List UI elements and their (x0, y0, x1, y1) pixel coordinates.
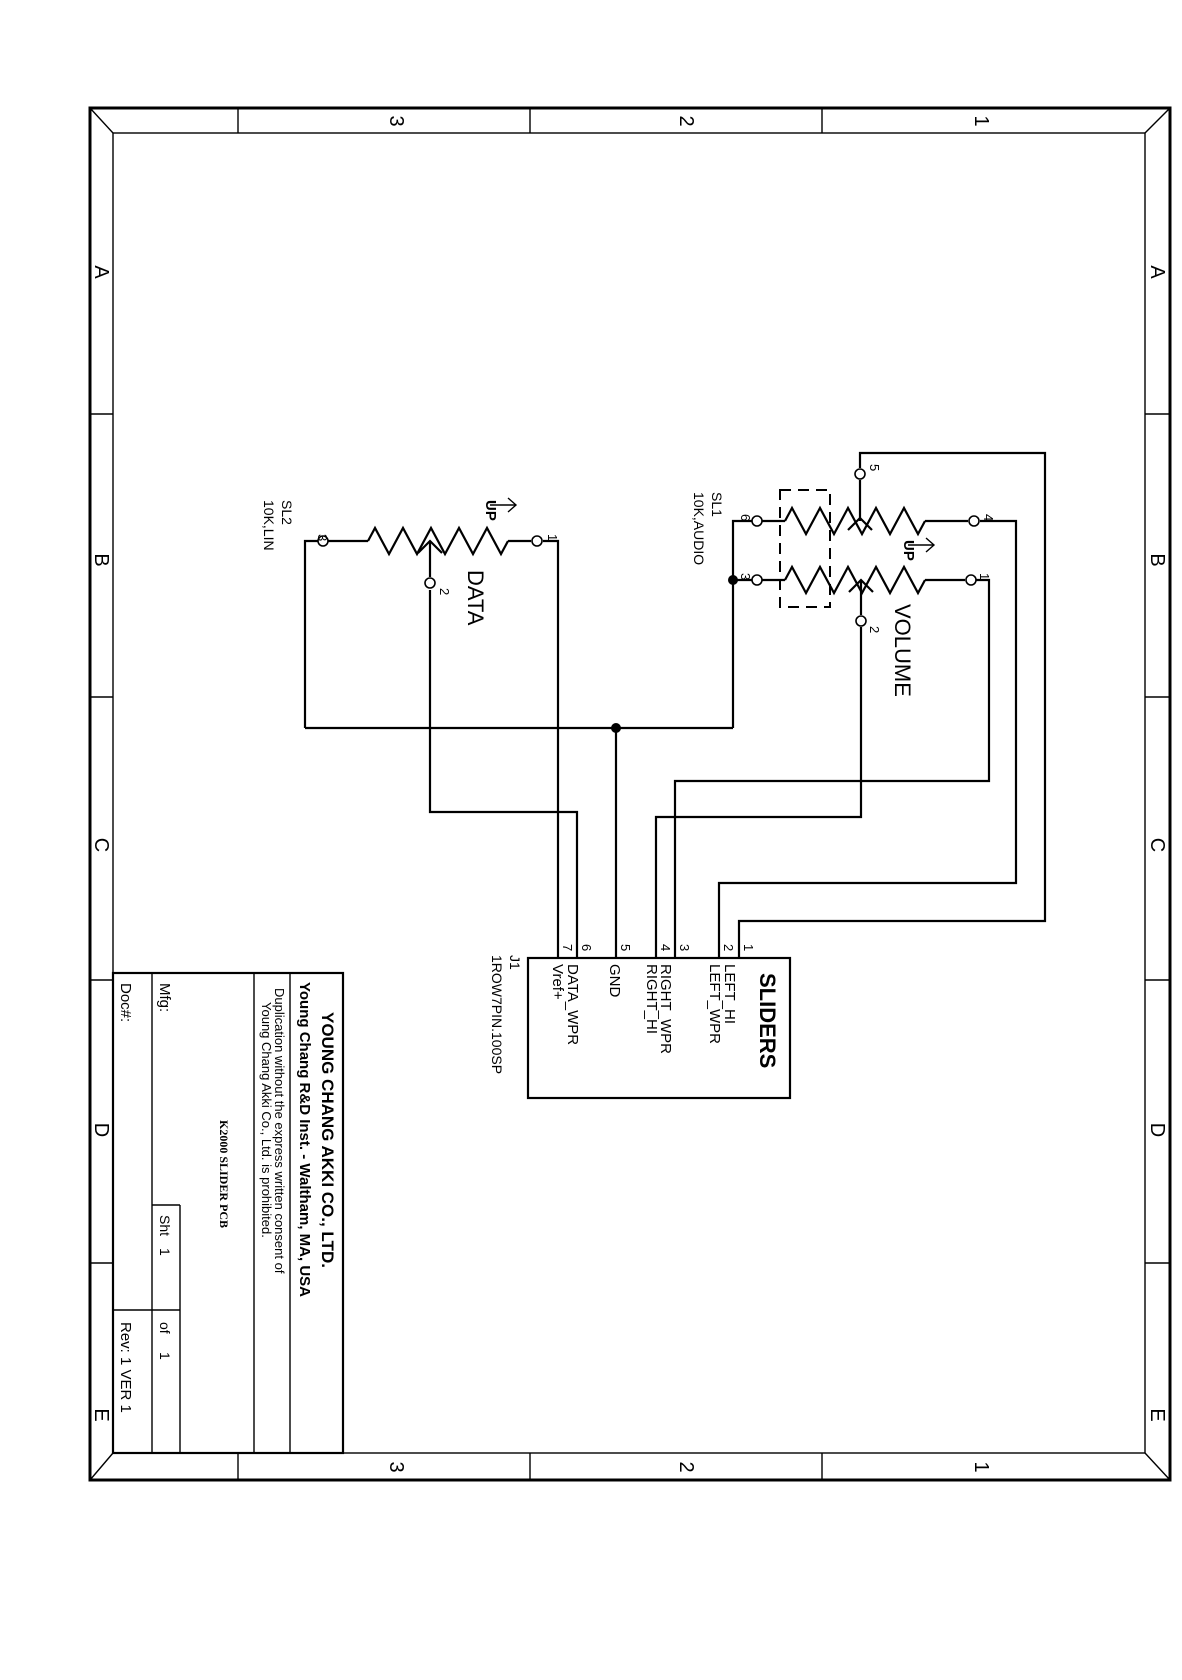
connector-pin-name-4: RIGHT_HI (643, 964, 660, 1034)
sl1-pin-label-2: 2 (867, 626, 882, 633)
sl1-pin-2 (855, 615, 867, 627)
zone-letter-right-e: E (1146, 1408, 1168, 1421)
connector-pin-number-7: 7 (560, 944, 575, 951)
sl2-pin-label-2: 2 (437, 588, 452, 595)
sl2-pin-label-1: 1 (545, 534, 560, 541)
sl2-pin-2 (424, 577, 436, 589)
sl2-direction: UP (482, 500, 499, 521)
connector-pin-name-1: LEFT_HI (721, 964, 738, 1024)
sheet-total: 1 (157, 1352, 173, 1360)
connector-pin-number-1: 1 (741, 944, 756, 951)
title-block (111, 971, 345, 1455)
sheet-label: Sht (157, 1215, 173, 1236)
sl1-pin-3 (751, 574, 763, 586)
sl2-pin-label-3: 3 (315, 534, 330, 541)
zone-letter-left-b: B (90, 553, 112, 566)
sl1-pin-1 (965, 574, 977, 586)
sl1-function: VOLUME (890, 604, 915, 697)
revision: Rev: 1 VER 1 (117, 1322, 134, 1413)
zone-letter-left-c: C (90, 838, 112, 852)
junction-gnd-bus (611, 723, 621, 733)
connector-pin-name-3: RIGHT_WPR (657, 964, 674, 1054)
title-company: YOUNG CHANG AKKI CO., LTD. (318, 1012, 337, 1268)
connector-pin-number-5: 5 (618, 944, 633, 951)
zone-letter-right-d: D (1146, 1123, 1168, 1137)
connector-pin-number-4: 4 (658, 944, 673, 951)
connector-title: SLIDERS (755, 973, 780, 1068)
connector-part: 1ROW7PIN.100SP (489, 955, 505, 1074)
sl1-pin-label-6: 6 (738, 514, 753, 521)
sl1-ref: SL1 (709, 492, 725, 517)
connector-pin-name-6: DATA_WPR (564, 964, 581, 1045)
slider-sl1 (751, 468, 980, 627)
sheet-number: 1 (157, 1248, 173, 1256)
wires (303, 451, 1047, 958)
title-notice-line-1: Duplication without the express written … (272, 988, 287, 1274)
sl2-function: DATA (463, 570, 488, 626)
sl1-pin-label-3: 3 (738, 573, 753, 580)
connector-pin-name-2: LEFT_WPR (706, 964, 723, 1044)
zone-number-top-1: 1 (970, 115, 992, 126)
drawing-frame (88, 106, 1172, 1482)
zone-letter-left-e: E (90, 1408, 112, 1421)
sl2-ref: SL2 (279, 500, 295, 525)
title-institute: Young Chang R&D Inst. - Waltham, MA, USA (296, 982, 313, 1297)
title-notice-line-2: Young Chang Akki Co., Ltd. is prohibited… (259, 1002, 274, 1238)
connector-pin-number-3: 3 (677, 944, 692, 951)
zone-letter-right-b: B (1146, 553, 1168, 566)
gang-indicator (779, 489, 831, 608)
zone-letter-right-a: A (1146, 265, 1168, 279)
doc-label: Doc#: (117, 983, 134, 1022)
sl2-value: 10K,LIN (261, 500, 277, 551)
connector-pin-number-6: 6 (579, 944, 594, 951)
zone-letter-right-c: C (1146, 838, 1168, 852)
drawing-title: K2000 SLIDER PCB (217, 1120, 231, 1228)
slider-sl2 (317, 497, 543, 589)
sl1-pin-label-4: 4 (981, 514, 996, 521)
sl1-value: 10K,AUDIO (691, 492, 707, 565)
zone-number-top-2: 2 (675, 115, 697, 126)
connector-j1-body (526, 956, 792, 1100)
connector-pin-number-2: 2 (721, 944, 736, 951)
zone-number-top-3: 3 (385, 115, 407, 126)
sl1-pin-label-5: 5 (867, 464, 882, 471)
sl1-pin-5 (854, 468, 866, 480)
connector-pin-name-5: GND (606, 964, 623, 998)
sl1-pin-label-1: 1 (977, 573, 992, 580)
sheet-of-label: of (157, 1322, 173, 1334)
junction-sl1-gnd (728, 575, 738, 585)
sl2-pin-1 (531, 535, 543, 547)
zone-number-bottom-1: 1 (970, 1461, 992, 1472)
connector-pin-name-7: Vref+ (549, 964, 566, 1000)
zone-number-bottom-3: 3 (385, 1461, 407, 1472)
sl2-pin-3 (317, 535, 329, 547)
connector-designator: J1 (507, 955, 523, 970)
zone-letter-left-a: A (90, 265, 112, 279)
mfg-label: Mfg: (156, 983, 173, 1012)
zone-letter-left-d: D (90, 1123, 112, 1137)
sl1-pin-4 (968, 515, 980, 527)
sl1-direction: UP (900, 540, 917, 561)
zone-number-bottom-2: 2 (675, 1461, 697, 1472)
sl1-pin-6 (751, 515, 763, 527)
